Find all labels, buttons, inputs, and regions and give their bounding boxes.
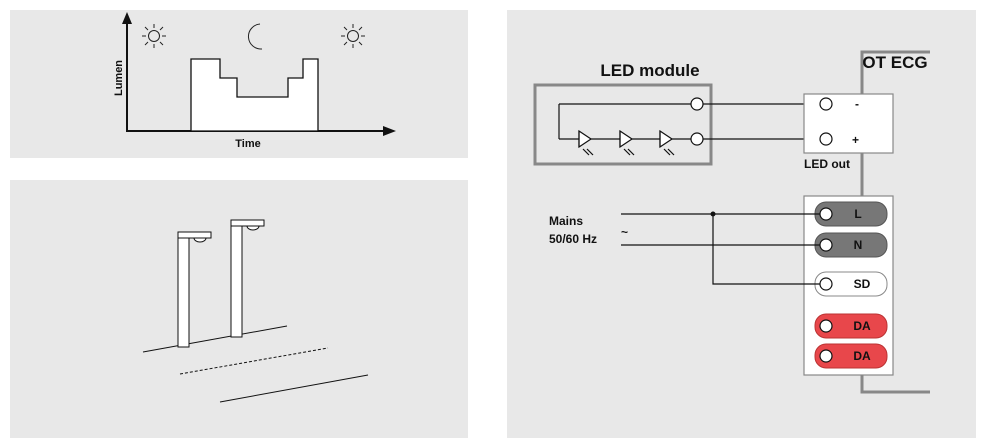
led-module-terminal-plus: [690, 132, 704, 146]
led-module-label: LED module: [600, 61, 699, 80]
led-diode-icon: [619, 129, 635, 156]
terminal-da-2: DA: [814, 343, 888, 369]
moon-icon: [248, 23, 263, 50]
lumen-profile-curve: [190, 58, 319, 132]
mains-label: Mains: [549, 214, 583, 228]
ecg-housing-line: [860, 50, 930, 94]
led-module-box: [533, 83, 713, 166]
street-light-illustration: [142, 219, 369, 403]
wiring-diagram: LED module OT ECG: [533, 50, 930, 394]
led-out-box: [803, 93, 894, 154]
led-module-terminal-minus: [690, 97, 704, 111]
terminal-sd: SD: [814, 271, 888, 297]
led-out-terminal-minus: [819, 97, 833, 111]
x-axis-label: Time: [235, 138, 260, 150]
sun-icon: [142, 24, 166, 48]
ecg-label: OT ECG: [862, 53, 927, 72]
sun-icon: [341, 24, 365, 48]
junction-dot: [710, 211, 716, 217]
svg-text:L: L: [854, 207, 861, 221]
curb-line: [142, 325, 288, 353]
lane-dashed-line: [179, 347, 329, 375]
y-axis-arrow: [122, 12, 132, 24]
x-axis-arrow: [383, 126, 396, 136]
led-out-terminal-plus: [819, 132, 833, 146]
street-lamp-pole: [177, 231, 212, 348]
terminal-l: L: [814, 201, 888, 227]
svg-text:DA: DA: [853, 349, 871, 363]
plus-label: +: [852, 133, 859, 147]
minus-label: -: [855, 97, 859, 111]
street-lamp-pole: [230, 219, 265, 338]
y-axis-label: Lumen: [113, 60, 125, 96]
svg-text:N: N: [854, 238, 863, 252]
road-edge-line: [219, 374, 369, 403]
svg-text:DA: DA: [853, 319, 871, 333]
led-out-label: LED out: [804, 157, 850, 171]
terminal-n: N: [814, 232, 888, 258]
lumen-chart-panel: [10, 10, 468, 158]
led-diode-icon: [659, 129, 675, 156]
terminal-da-1: DA: [814, 313, 888, 339]
wiring-panel: [507, 10, 976, 438]
ac-symbol: ~: [621, 225, 628, 239]
led-diode-icon: [578, 129, 594, 156]
lumen-chart: Lumen Time: [113, 12, 396, 150]
mains-frequency-label: 50/60 Hz: [549, 232, 597, 246]
svg-text:SD: SD: [854, 277, 871, 291]
